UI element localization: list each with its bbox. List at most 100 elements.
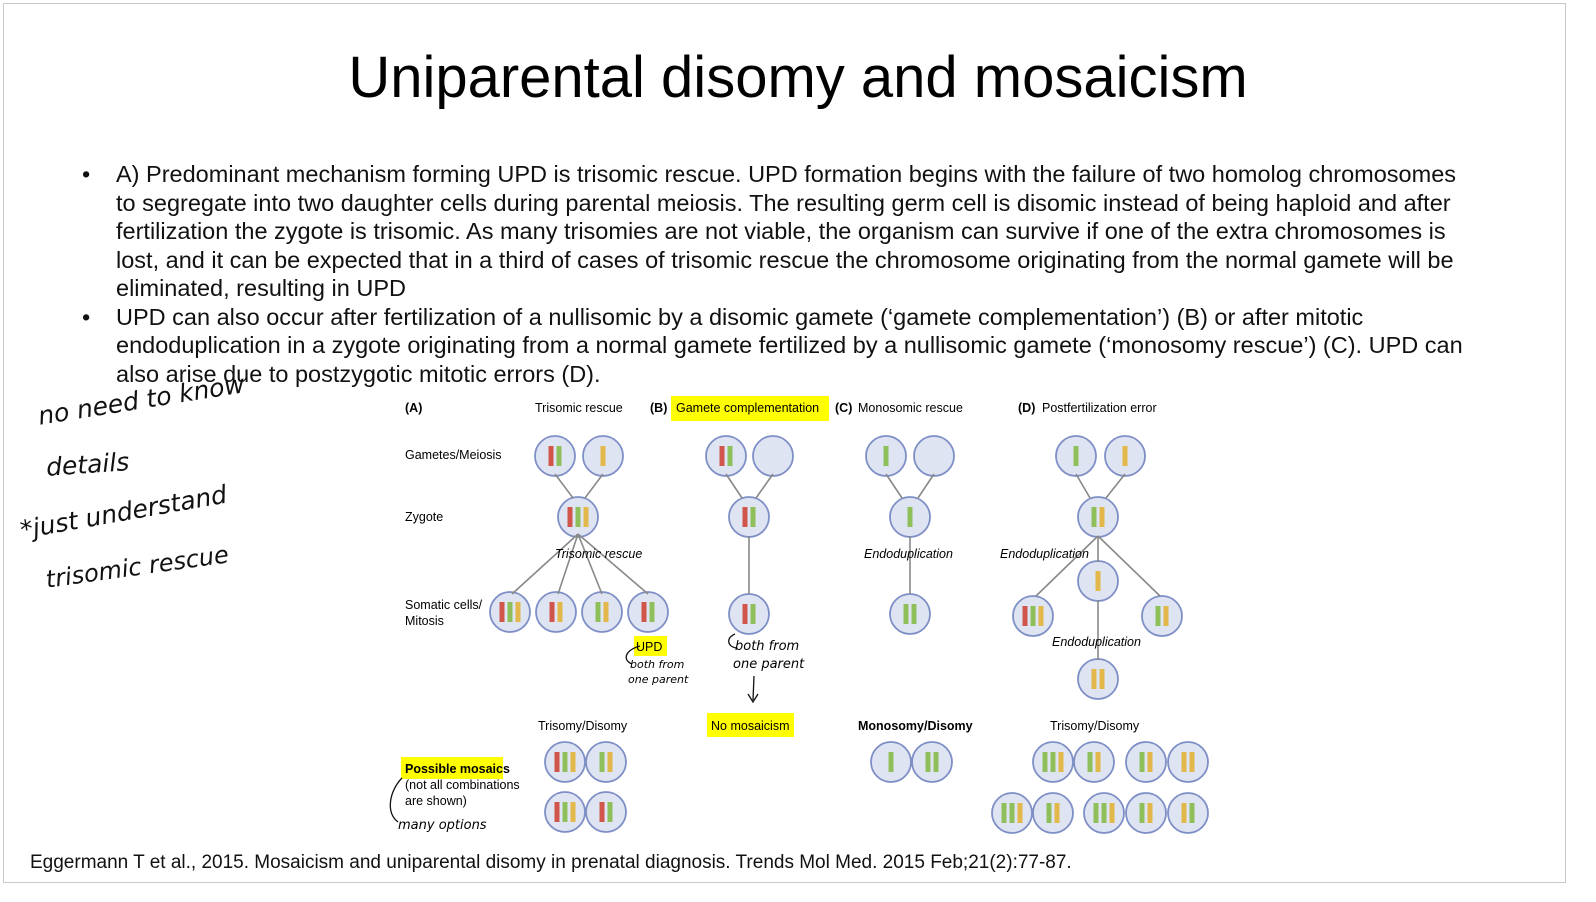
chromosome [1073,446,1079,466]
chromosome [1139,803,1145,823]
cell [1073,741,1115,783]
chromosome [1091,669,1097,689]
chromosome [1095,752,1101,772]
cell [1141,595,1183,637]
panel-title: Gamete complementation [676,401,819,415]
lineage-line [557,533,579,595]
chromosome [1042,752,1048,772]
chromosome [641,602,647,622]
lineage-line [577,533,649,595]
lineage-line [755,473,774,499]
handwritten-note: one parent [733,657,805,672]
lineage-line [1035,535,1099,597]
chromosome [556,446,562,466]
chromosome [599,802,605,822]
chromosome [507,602,513,622]
cell-body [1125,741,1167,783]
cell-body [1167,792,1209,834]
chromosome [742,507,748,527]
chromosome [575,507,581,527]
chromosome [570,752,576,772]
panel-letter: (C) [835,401,852,415]
process-label: Endoduplication [1052,635,1141,649]
cell-body [627,591,669,633]
cell [889,496,931,538]
cell [1055,435,1097,477]
hand-arrow [389,777,403,823]
chromosome [548,446,554,466]
chromosome [583,507,589,527]
chromosome [925,752,931,772]
chromosome [515,602,521,622]
chromosome [719,446,725,466]
lineage-line [1105,473,1126,499]
chromosome [607,802,613,822]
lineage-line [511,533,579,595]
slide-title: Uniparental disomy and mosaicism [348,45,1248,110]
chromosome [1181,803,1187,823]
chromosome [1058,752,1064,772]
chromosome [1122,446,1128,466]
chromosome [1022,606,1028,626]
possible-mosaics-label: Possible mosaics [405,762,510,776]
process-label: Endoduplication [1000,547,1089,561]
cell-body [535,591,577,633]
cell-body [585,791,627,833]
hand-arrow [747,675,759,704]
cell [911,741,953,783]
cell-body [1141,595,1183,637]
bullet-text: UPD can also occur after fertilization o… [116,303,1463,387]
chromosome [649,602,655,622]
outcome-label: Monosomy/Disomy [858,719,973,733]
highlight [671,396,829,421]
cell-body [534,435,576,477]
outcome-label: No mosaicism [711,719,790,733]
chromosome [1095,571,1101,591]
cell [544,791,586,833]
chromosome [549,602,555,622]
chromosome [1001,803,1007,823]
bullet-list: • A) Predominant mechanism forming UPD i… [82,160,1482,388]
panel-letter: (B) [650,401,667,415]
chromosome [567,507,573,527]
chromosome [1181,752,1187,772]
panel-title: Postfertilization error [1042,401,1157,415]
cell-body [1125,792,1167,834]
cell [1032,741,1074,783]
cell-body [913,435,955,477]
cell-body [1073,741,1115,783]
chromosome [1050,752,1056,772]
outcome-label: Trisomy/Disomy [1050,719,1140,733]
chromosome [1163,606,1169,626]
chromosome [1189,752,1195,772]
cell [1077,496,1119,538]
chromosome [554,752,560,772]
highlight [401,757,503,779]
cell [728,496,770,538]
cell-body [728,593,770,635]
chromosome [883,446,889,466]
row-label: Somatic cells/ [405,598,483,612]
cell [582,435,624,477]
cell-body [728,496,770,538]
chromosome [554,802,560,822]
handwritten-note: both from [630,658,684,671]
cell [557,496,599,538]
cell [489,591,531,633]
lineage-line [1075,473,1091,499]
chromosome [911,604,917,624]
chromosome [603,602,609,622]
chromosome [562,802,568,822]
lineage-lines [511,473,1161,660]
chromosome [1093,803,1099,823]
chromosome [607,752,613,772]
cell-body [752,435,794,477]
cell-body [911,741,953,783]
cell [1077,658,1119,700]
chromosome [888,752,894,772]
chromosome [570,802,576,822]
cell [1012,595,1054,637]
cell-body [1077,496,1119,538]
cell [1125,741,1167,783]
chromosome [1009,803,1015,823]
